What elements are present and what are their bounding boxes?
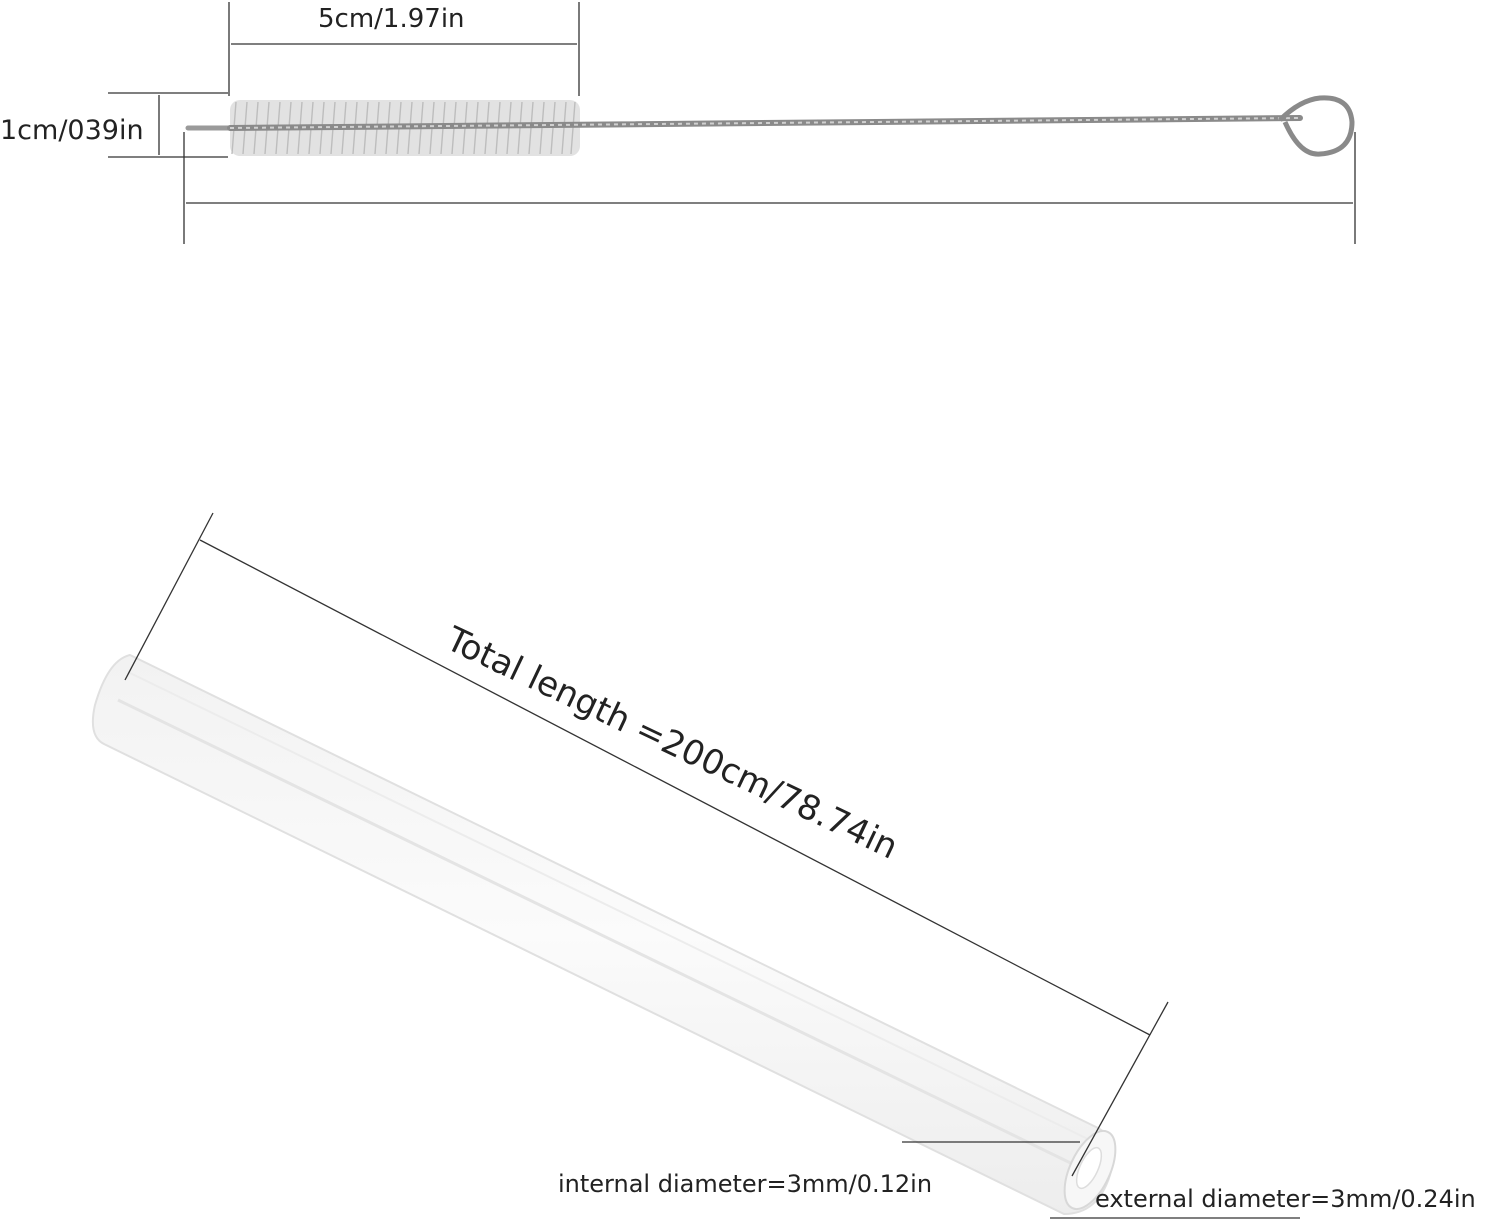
external-diameter-label: external diameter=3mm/0.24in bbox=[1095, 1185, 1476, 1213]
internal-diameter-label: internal diameter=3mm/0.12in bbox=[558, 1170, 933, 1198]
brush-loop-handle bbox=[1278, 95, 1355, 157]
brush-dimension-lines bbox=[108, 2, 1356, 244]
brush-diameter-label: 1cm/039in bbox=[0, 115, 144, 146]
cleaning-brush bbox=[185, 95, 1355, 157]
bristle-length-label: 5cm/1.97in bbox=[318, 4, 465, 34]
clear-tube bbox=[91, 653, 1117, 1216]
tube-dimension-lines bbox=[124, 512, 1300, 1219]
tube-inner-wall bbox=[117, 698, 1086, 1172]
